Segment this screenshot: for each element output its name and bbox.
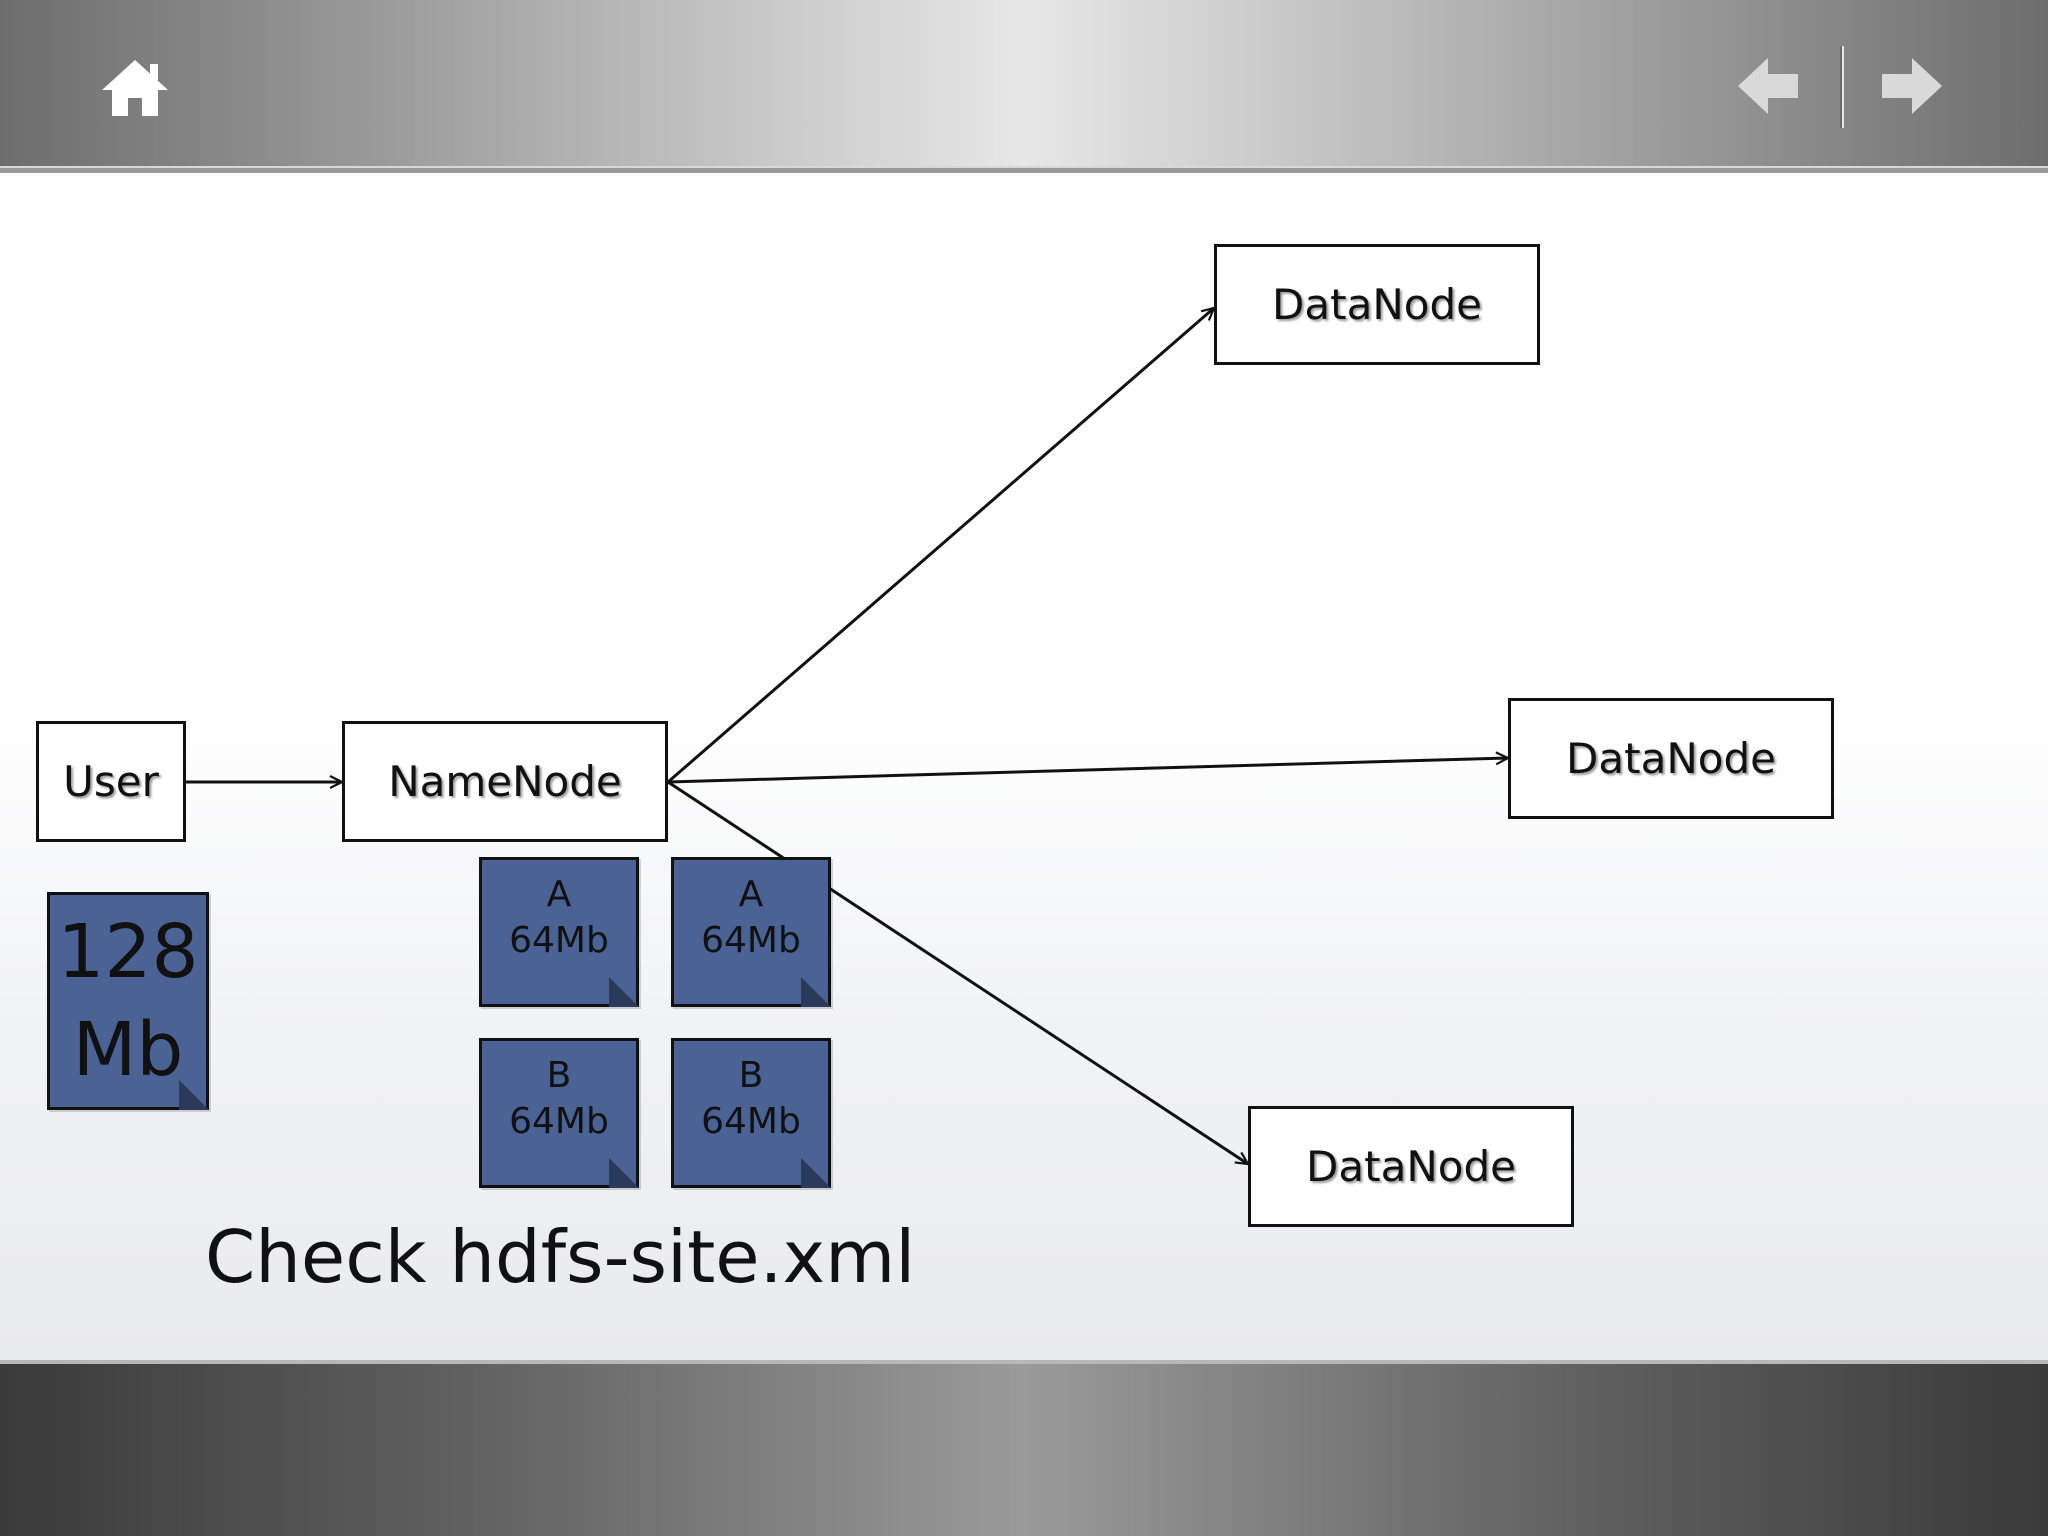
page-fold [609,977,639,1007]
arrow-right-icon[interactable] [1880,58,1942,114]
arrow-left-icon[interactable] [1738,58,1800,114]
datanode-box-2: DataNode [1508,698,1834,819]
block-a-1: A 64Mb [479,857,639,1007]
user-box: User [36,721,186,842]
block-name: A [738,874,764,915]
file-size-number: 128 [57,909,199,995]
datanode-label: DataNode [1566,734,1776,783]
datanode-box-3: DataNode [1248,1106,1574,1227]
caption-text: Check hdfs-site.xml [205,1215,916,1299]
page-fold [801,1158,831,1188]
file-block-128mb: 128 Mb [47,892,209,1110]
block-size: 64Mb [509,1101,609,1142]
block-b-1: B 64Mb [479,1038,639,1188]
block-b-2: B 64Mb [671,1038,831,1188]
block-name: B [546,1055,572,1096]
block-a-2: A 64Mb [671,857,831,1007]
block-size: 64Mb [701,1101,801,1142]
bottom-bar [0,1360,2048,1536]
block-size: 64Mb [509,920,609,961]
block-name: A [546,874,572,915]
block-name: B [738,1055,764,1096]
file-size-unit: Mb [72,1007,184,1093]
page-fold [179,1080,209,1110]
datanode-box-1: DataNode [1214,244,1540,365]
home-icon[interactable] [100,56,170,120]
datanode-label: DataNode [1272,280,1482,329]
nav-divider [1840,46,1844,128]
datanode-label: DataNode [1306,1142,1516,1191]
namenode-box: NameNode [342,721,668,842]
user-label: User [63,757,159,806]
top-toolbar [0,0,2048,173]
page-fold [801,977,831,1007]
namenode-label: NameNode [388,757,622,806]
block-size: 64Mb [701,920,801,961]
page-fold [609,1158,639,1188]
